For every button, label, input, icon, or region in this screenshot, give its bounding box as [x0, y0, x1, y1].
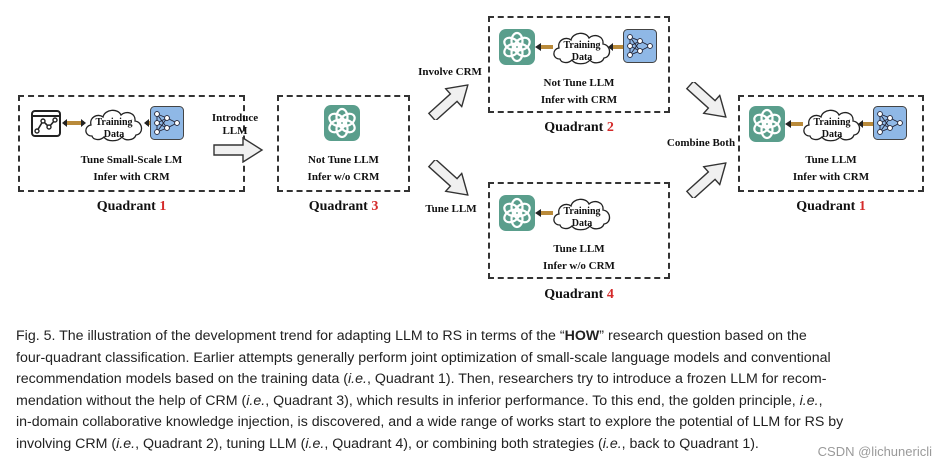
q1-right-title: Quadrant 1 [738, 199, 924, 215]
csdn-watermark: CSDN @lichunericli [817, 444, 932, 459]
llm-icon [499, 195, 535, 231]
down-right-arrow-icon [424, 160, 476, 198]
q2-title: Quadrant 2 [488, 120, 670, 136]
left-arrow-icon [535, 209, 553, 217]
training-data-cloud: Training Data [550, 27, 614, 67]
quadrant-word: Quadrant [544, 120, 604, 135]
quadrant-word: Quadrant [796, 199, 856, 214]
training-data-label-1: Training [563, 40, 600, 51]
quadrant-2-panel [488, 16, 670, 113]
small-lm-icon [30, 107, 62, 139]
caption-text: , Quadrant 1). Then, researchers try to … [366, 371, 827, 387]
caption-italic: i.e. [602, 435, 622, 452]
quadrant-word: Quadrant [308, 199, 368, 214]
caption-line-1: Fig. 5. The illustration of the developm… [16, 326, 936, 348]
left-arrow-icon [535, 43, 553, 51]
training-data-label-2: Data [572, 52, 593, 63]
q1-left-line1: Tune Small-Scale LM [80, 154, 183, 166]
q1-left-line2: Infer with CRM [93, 171, 170, 183]
caption-bold-how: HOW [564, 328, 600, 344]
llm-icon [749, 106, 785, 142]
combine-both-label: Combine Both [666, 137, 736, 149]
introduce-llm-label-2: LLM [222, 125, 248, 137]
q3-line1: Not Tune LLM [308, 154, 379, 166]
down-right-arrow-icon [682, 82, 734, 120]
quadrant-word: Quadrant [544, 287, 604, 302]
q2-line1: Not Tune LLM [543, 77, 615, 89]
caption-text: mendation without the help of CRM ( [16, 392, 247, 409]
caption-text: , Quadrant 4), or combining both strateg… [324, 435, 603, 452]
quadrant-1-right-panel [738, 95, 924, 192]
quadrant-3-panel [277, 95, 410, 192]
training-data-cloud: Training Data [82, 104, 146, 144]
llm-icon [324, 105, 360, 141]
q4-title: Quadrant 4 [488, 287, 670, 303]
crm-network-icon [873, 106, 907, 140]
quadrant-number: 4 [606, 287, 614, 302]
training-data-cloud: Training Data [550, 193, 614, 233]
quadrant-number: 1 [858, 199, 866, 214]
caption-text: , back to Quadrant 1). [621, 435, 759, 452]
training-data-label-2: Data [822, 129, 843, 140]
quadrant-word: Quadrant [96, 199, 156, 214]
caption-text: involving CRM ( [16, 435, 117, 452]
caption-text: recommendation models based on the train… [16, 371, 349, 387]
training-data-label-2: Data [572, 218, 593, 229]
training-data-label-1: Training [95, 117, 132, 128]
q1-right-line2: Infer with CRM [792, 171, 870, 183]
right-arrow-icon [212, 137, 264, 163]
quadrant-number: 2 [606, 120, 614, 135]
caption-italic: i.e. [799, 392, 819, 409]
q3-line2: Infer w/o CRM [307, 171, 380, 183]
quadrant-4-panel [488, 182, 670, 279]
training-data-label-2: Data [104, 129, 125, 140]
training-data-cloud: Training Data [800, 104, 864, 144]
crm-network-icon [623, 29, 657, 63]
caption-text: ” research question based on the [599, 328, 807, 344]
involve-crm-label: Involve CRM [418, 66, 482, 78]
caption-line-2: four-quadrant classification. Earlier at… [16, 349, 831, 366]
up-right-arrow-icon [424, 82, 476, 120]
caption-line-3: recommendation models based on the train… [16, 369, 936, 391]
q4-line2: Infer w/o CRM [543, 260, 615, 272]
quadrant-number: 1 [159, 199, 167, 214]
caption-italic: i.e. [246, 392, 266, 409]
crm-network-icon [150, 106, 184, 140]
caption-line-5: in-domain collaborative knowledge inject… [16, 414, 844, 430]
up-right-arrow-icon [682, 160, 734, 198]
q4-line1: Tune LLM [553, 243, 605, 255]
q3-title: Quadrant 3 [277, 199, 410, 215]
caption-italic: i.e. [348, 371, 367, 387]
training-data-label-1: Training [813, 117, 850, 128]
caption-text: , [818, 392, 823, 409]
caption-line-4: mendation without the help of CRM (i.e.,… [16, 391, 936, 413]
bidirectional-arrow-icon [62, 119, 86, 127]
caption-italic: i.e. [116, 435, 136, 452]
q1-right-line1: Tune LLM [805, 154, 857, 166]
tune-llm-label: Tune LLM [425, 203, 477, 215]
figure-caption: Fig. 5. The illustration of the developm… [16, 326, 936, 455]
left-arrow-icon [785, 120, 803, 128]
caption-text: , Quadrant 2), tuning LLM ( [135, 435, 306, 452]
q2-line2: Infer with CRM [540, 94, 618, 106]
caption-italic: i.e. [305, 435, 325, 452]
caption-line-6: involving CRM (i.e., Quadrant 2), tuning… [16, 434, 936, 456]
caption-text: Fig. 5. The illustration of the developm… [16, 328, 565, 344]
llm-icon [499, 29, 535, 65]
introduce-llm-label-1: Introduce [211, 112, 259, 124]
caption-text: , Quadrant 3), which results in inferior… [265, 392, 800, 409]
quadrant-number: 3 [371, 199, 379, 214]
q1-left-title: Quadrant 1 [18, 199, 245, 215]
training-data-label-1: Training [563, 206, 600, 217]
